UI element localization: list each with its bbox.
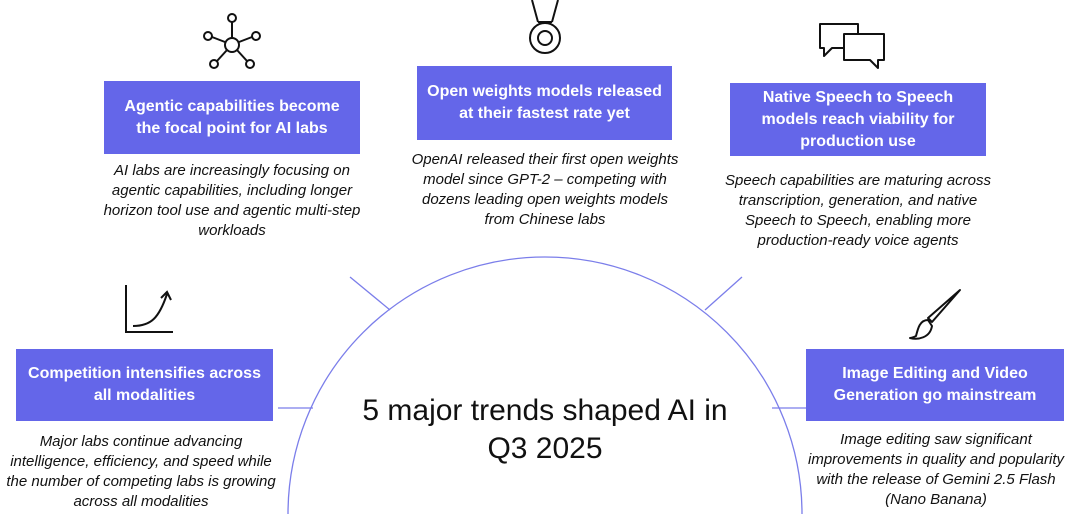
growth-chart-icon xyxy=(125,285,173,333)
trend-description-agentic: AI labs are increasingly focusing on age… xyxy=(103,162,361,239)
trend-heading-competition: Competition intensifies across all modal… xyxy=(16,349,273,421)
trend-description-speech: Speech capabilities are maturing across … xyxy=(725,172,991,249)
trend-heading-speech: Native Speech to Speech models reach via… xyxy=(730,83,986,156)
trend-heading-image-video: Image Editing and Video Generation go ma… xyxy=(806,349,1064,421)
trend-description-open-weights: OpenAI released their first open weights… xyxy=(411,151,679,228)
trend-heading-open-weights: Open weights models released at their fa… xyxy=(417,66,672,140)
paintbrush-icon xyxy=(909,289,961,340)
connector-line xyxy=(349,276,391,311)
diagram-title: 5 major trends shaped AI in Q3 2025 xyxy=(362,394,728,465)
chat-bubbles-icon xyxy=(819,23,885,69)
trend-description-image-video: Image editing saw significant improvemen… xyxy=(808,431,1064,508)
medal-icon xyxy=(529,0,561,54)
network-icon xyxy=(203,13,261,69)
trend-heading-agentic: Agentic capabilities become the focal po… xyxy=(104,81,360,154)
connector-line xyxy=(704,276,743,311)
center-arc xyxy=(287,256,803,514)
trend-description-competition: Major labs continue advancing intelligen… xyxy=(6,433,276,510)
